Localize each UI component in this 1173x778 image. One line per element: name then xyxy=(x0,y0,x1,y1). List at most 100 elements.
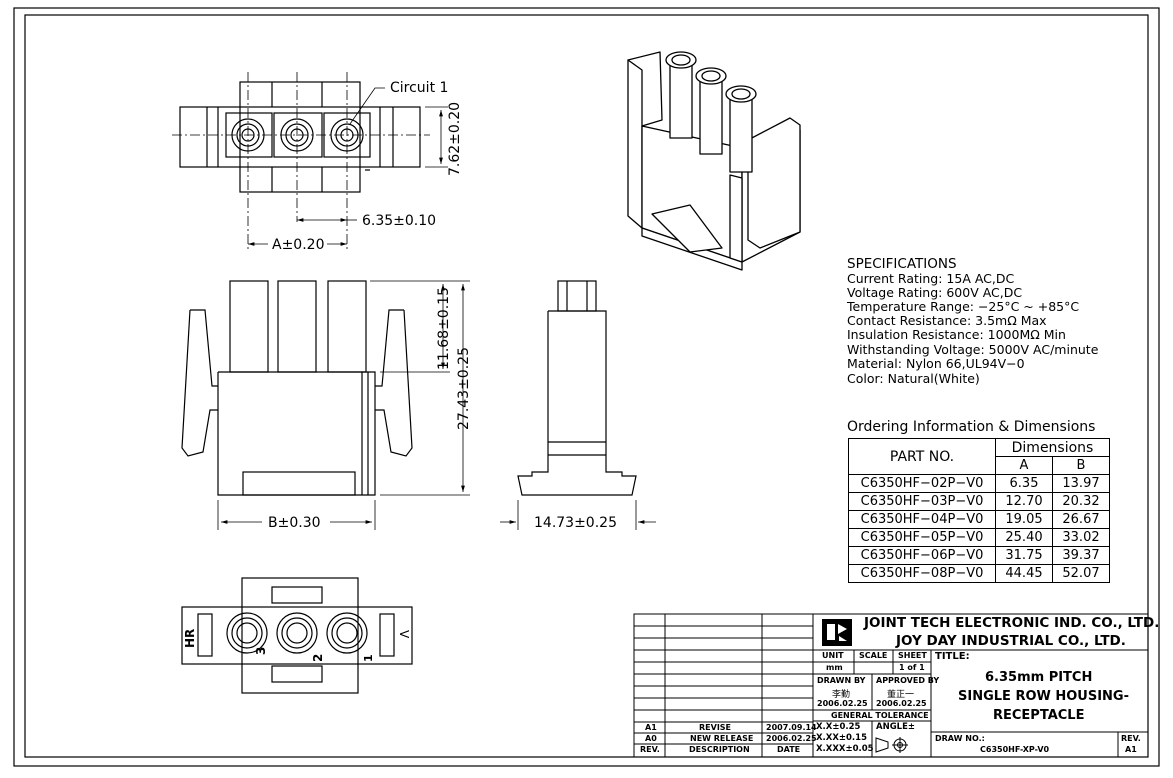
circuit-label: Circuit 1 xyxy=(390,80,448,96)
title-line-2: SINGLE ROW HOUSING- xyxy=(958,689,1129,704)
ordering-title: Ordering Information & Dimensions xyxy=(847,419,1096,435)
b-cell: 33.02 xyxy=(1052,528,1110,547)
v-mark: V xyxy=(397,630,411,639)
approved-by-date: 2006.02.25 xyxy=(876,699,927,708)
a-cell: 19.05 xyxy=(995,510,1053,529)
bottom-view xyxy=(181,577,413,694)
depth-dim: 14.73±0.25 xyxy=(534,515,617,531)
company-name-1: JOINT TECH ELECTRONIC IND. CO., LTD. xyxy=(864,615,1160,631)
spec-line: Material: Nylon 66,UL94V−0 xyxy=(847,356,1025,371)
b-cell: 13.97 xyxy=(1052,474,1110,493)
table-row: C6350HF−02P−V0 6.35 13.97 xyxy=(848,474,1110,493)
description-header: DESCRIPTION xyxy=(689,745,750,754)
b-cell: 26.67 xyxy=(1052,510,1110,529)
a-cell: 44.45 xyxy=(995,564,1053,583)
a-dim: A±0.20 xyxy=(272,237,324,253)
table-row: C6350HF−04P−V0 19.05 26.67 xyxy=(848,510,1110,529)
rev-header: REV. xyxy=(640,745,660,754)
sheet-value: 1 of 1 xyxy=(899,663,925,672)
top-view-dims xyxy=(248,87,448,246)
ordering-table: PART NO. Dimensions A B C6350HF−02P−V0 6… xyxy=(848,438,1110,583)
isometric-view xyxy=(627,51,801,271)
drawn-by-date: 2006.02.25 xyxy=(817,699,868,708)
part-no-cell: C6350HF−04P−V0 xyxy=(848,510,996,529)
a-cell: 31.75 xyxy=(995,546,1053,565)
drawn-by-name: 李勤 xyxy=(832,690,851,700)
rev-label: REV. xyxy=(1121,734,1141,743)
front-view xyxy=(181,280,413,496)
draw-no-label: DRAW NO.: xyxy=(935,734,985,743)
approved-by-label: APPROVED BY xyxy=(876,676,940,685)
b-dim: B±0.30 xyxy=(268,515,321,531)
date-header: DATE xyxy=(777,745,801,754)
tolerance-2: X.XX±0.15 xyxy=(816,733,867,743)
total-height-dim: 27.43±0.25 xyxy=(456,347,472,430)
title-block xyxy=(633,613,1149,758)
dimensions-header: Dimensions xyxy=(995,438,1110,457)
a-cell: 12.70 xyxy=(995,492,1053,511)
revision-row-rev: A0 xyxy=(645,734,657,743)
unit-label: UNIT xyxy=(822,651,844,660)
tolerance-label: GENERAL TOLERANCE xyxy=(831,711,929,720)
col-a-header: A xyxy=(995,456,1053,475)
spec-line: Voltage Rating: 600V AC,DC xyxy=(847,285,1023,300)
approved-by-name: 董正一 xyxy=(887,690,915,700)
company-name-2: JOY DAY INDUSTRIAL CO., LTD. xyxy=(896,633,1126,649)
top-height-dim: 7.62±0.20 xyxy=(447,102,463,176)
revision-row-rev: A1 xyxy=(645,723,657,732)
outer-border xyxy=(13,7,1160,767)
b-cell: 20.32 xyxy=(1052,492,1110,511)
title-line-3: RECEPTACLE xyxy=(993,708,1085,723)
spec-line: Temperature Range: −25°C ~ +85°C xyxy=(847,299,1080,314)
pin-height-dim: 11.68±0.15 xyxy=(436,287,452,370)
unit-value: mm xyxy=(826,663,843,672)
draw-no-value: C6350HF-XP-V0 xyxy=(980,745,1050,754)
part-no-cell: C6350HF−03P−V0 xyxy=(848,492,996,511)
pin1-mark: 1 xyxy=(362,654,375,662)
b-cell: 39.37 xyxy=(1052,546,1110,565)
angle-label: ANGLE± xyxy=(876,722,916,732)
spec-line: Withstanding Voltage: 5000V AC/minute xyxy=(847,342,1099,357)
specifications-title: SPECIFICATIONS xyxy=(847,256,957,272)
a-cell: 25.40 xyxy=(995,528,1053,547)
spec-line: Contact Resistance: 3.5mΩ Max xyxy=(847,313,1047,328)
part-no-header: PART NO. xyxy=(848,438,996,475)
sheet-label: SHEET xyxy=(898,651,927,660)
revision-row-date: 2007.09.14 xyxy=(766,723,817,732)
revision-row-desc: REVISE xyxy=(699,723,732,732)
table-row: C6350HF−08P−V0 44.45 52.07 xyxy=(848,564,1110,583)
a-cell: 6.35 xyxy=(995,474,1053,493)
top-view xyxy=(179,81,421,193)
tolerance-3: X.XXX±0.05 xyxy=(816,744,874,754)
side-view-dims xyxy=(500,500,656,530)
col-b-header: B xyxy=(1052,456,1110,475)
company-logo xyxy=(822,619,852,646)
pin2-mark: 2 xyxy=(311,654,325,662)
spec-line: Current Rating: 15A AC,DC xyxy=(847,271,1015,286)
projection-symbol-icon xyxy=(875,737,908,753)
revision-row-desc: NEW RELEASE xyxy=(690,734,754,743)
table-row: C6350HF−03P−V0 12.70 20.32 xyxy=(848,492,1110,511)
spec-line: Color: Natural(White) xyxy=(847,371,980,386)
side-view xyxy=(517,280,637,496)
pitch-dim: 6.35±0.10 xyxy=(362,213,436,229)
drawn-by-label: DRAWN BY xyxy=(817,676,866,685)
pin3-mark: 3 xyxy=(254,647,268,655)
revision-row-date: 2006.02.25 xyxy=(766,734,817,743)
scale-label: SCALE xyxy=(859,651,888,660)
front-view-dims xyxy=(217,280,470,530)
table-row: C6350HF−06P−V0 31.75 39.37 xyxy=(848,546,1110,565)
inner-border xyxy=(24,14,1149,758)
title-line-1: 6.35mm PITCH xyxy=(985,670,1093,685)
part-no-cell: C6350HF−06P−V0 xyxy=(848,546,996,565)
hr-mark: HR xyxy=(183,629,197,648)
part-no-cell: C6350HF−05P−V0 xyxy=(848,528,996,547)
table-row: C6350HF−05P−V0 25.40 33.02 xyxy=(848,528,1110,547)
part-no-cell: C6350HF−08P−V0 xyxy=(848,564,996,583)
b-cell: 52.07 xyxy=(1052,564,1110,583)
spec-line: Insulation Resistance: 1000MΩ Min xyxy=(847,327,1066,342)
tolerance-1: X.X±0.25 xyxy=(816,722,861,732)
title-label: TITLE: xyxy=(935,651,970,662)
rev-value: A1 xyxy=(1125,745,1137,754)
